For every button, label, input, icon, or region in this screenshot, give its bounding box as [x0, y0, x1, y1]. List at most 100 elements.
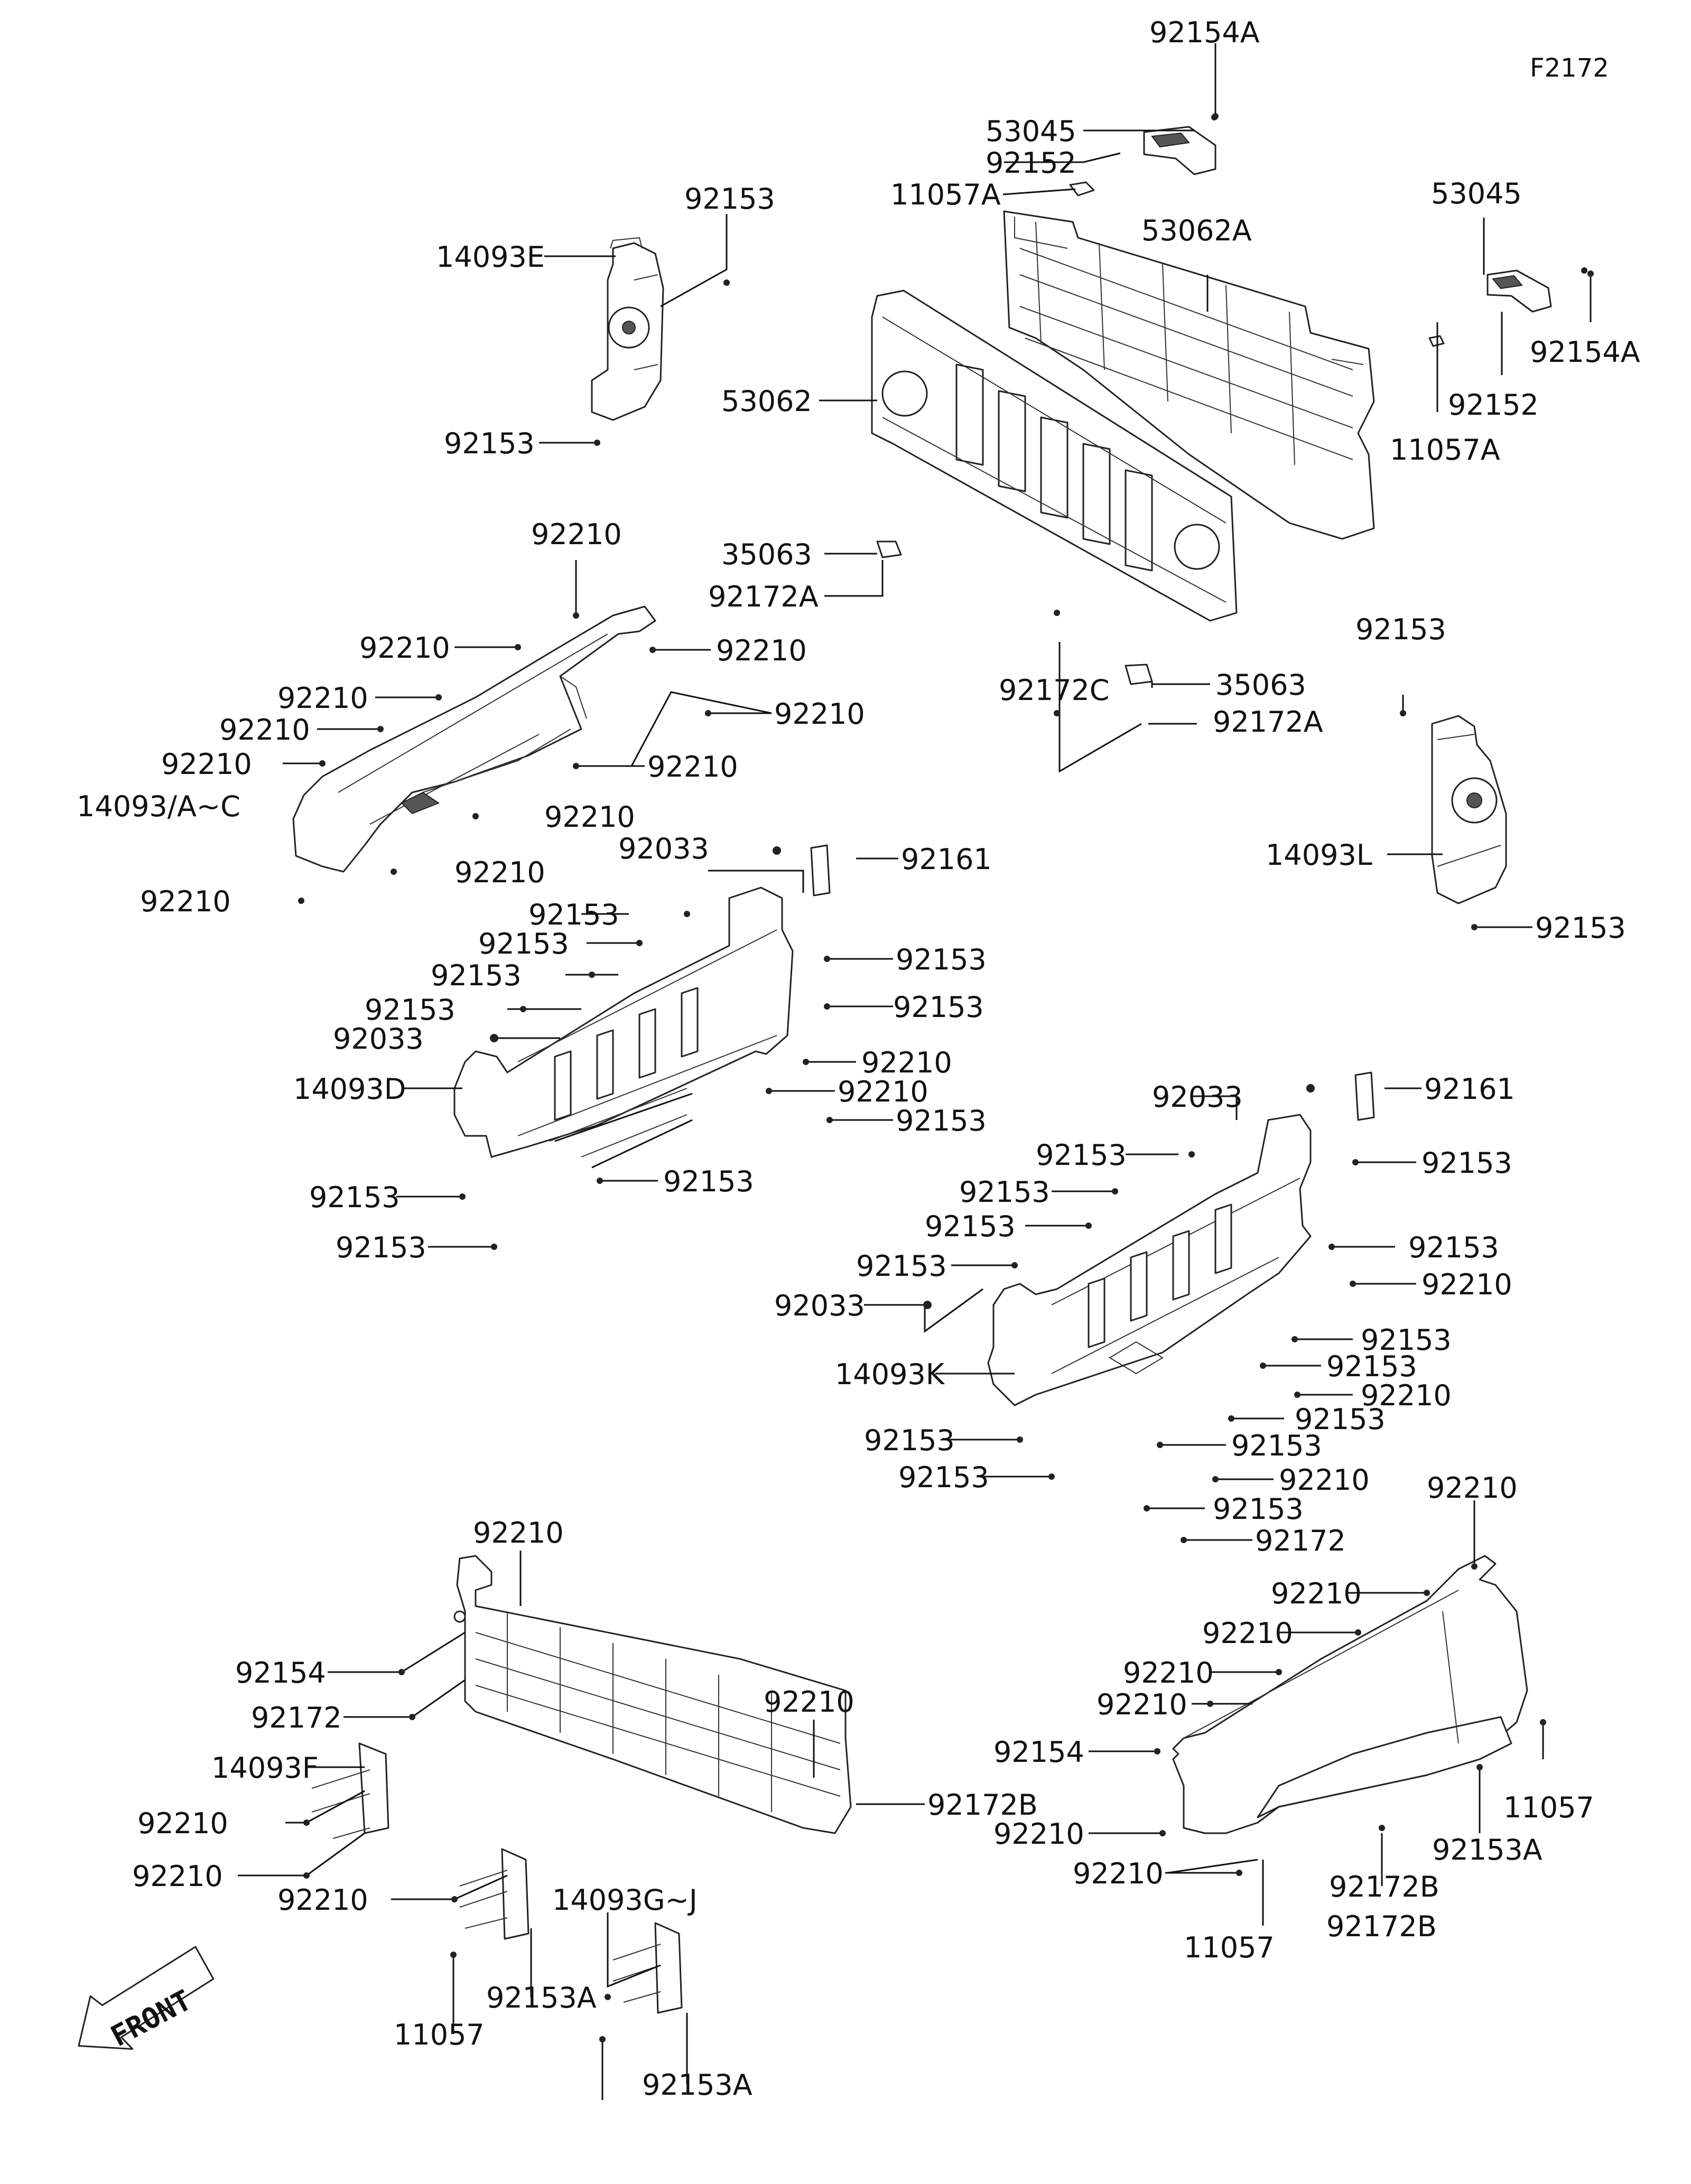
part-label: 92153: [431, 959, 522, 992]
part-label: 53045: [1431, 177, 1522, 210]
part-label: 92153: [898, 1461, 989, 1494]
block-92161-b: [1354, 1071, 1375, 1121]
part-label: 92033: [618, 832, 709, 865]
part-label: 92172: [1255, 1524, 1346, 1557]
part-label: 92172B: [1329, 1870, 1439, 1903]
part-label: 92033: [1152, 1080, 1243, 1114]
trim-35063-a: [876, 540, 902, 558]
tailgate-14093K: [987, 1114, 1312, 1406]
part-label: 92153: [478, 927, 569, 960]
part-label: 92172C: [999, 674, 1110, 707]
part-label: 92154: [993, 1735, 1084, 1769]
part-label: 92210: [132, 1860, 223, 1893]
part-label: 92033: [774, 1289, 865, 1322]
front-panel-53062: [871, 290, 1238, 622]
pillar-14093L: [1431, 715, 1507, 904]
part-label: 92210: [1279, 1463, 1370, 1497]
part-label: 92153: [336, 1231, 426, 1264]
part-label: 11057A: [1390, 433, 1500, 466]
washer-top: [1069, 181, 1095, 197]
part-label: 92172A: [1213, 705, 1323, 739]
part-label: 92210: [1123, 1656, 1214, 1690]
part-label: 92210: [1271, 1577, 1362, 1610]
part-label: 92161: [901, 843, 992, 876]
part-label: 92153: [684, 182, 775, 216]
part-label: 92210: [647, 750, 738, 783]
part-labels: 92154A 53045 92152 11057A 92153 14093E 5…: [77, 16, 1640, 2102]
rear-panel-53062A: [1003, 210, 1375, 540]
part-label: 92172B: [927, 1788, 1038, 1822]
part-label: 92153: [1535, 911, 1626, 945]
part-label: 92154A: [1149, 16, 1260, 49]
part-label: 92153: [925, 1210, 1016, 1243]
part-label: 92153: [896, 943, 987, 976]
part-label: 14093K: [835, 1358, 945, 1391]
trim-35063-b: [1125, 664, 1153, 685]
part-label: 92153A: [1432, 1833, 1543, 1866]
part-label: 92154: [235, 1656, 326, 1690]
part-label: 92153: [856, 1249, 947, 1283]
part-label: 92153: [1421, 1146, 1512, 1180]
part-label: 92033: [333, 1022, 424, 1056]
flap-11057-c: [612, 1922, 683, 2014]
part-label: 92153: [959, 1175, 1050, 1209]
tailgate-14093D: [453, 886, 794, 1158]
part-label: 92210: [277, 682, 368, 715]
part-label: 92210: [140, 885, 231, 918]
part-label: 92210: [544, 800, 635, 834]
flap-11057-b: [459, 1848, 529, 1940]
part-label: 92210: [1097, 1688, 1187, 1721]
part-label: 92172: [251, 1701, 342, 1734]
block-92161-a: [810, 844, 831, 897]
part-label: 35063: [1215, 668, 1306, 702]
part-label: 53062: [721, 385, 812, 418]
part-label: 92161: [1424, 1072, 1515, 1106]
part-label: 92153: [365, 993, 456, 1026]
part-label: 92210: [473, 1516, 564, 1550]
part-label: 92153A: [642, 2068, 752, 2102]
part-label: 92153A: [486, 1981, 597, 2014]
part-label: 92153: [1355, 613, 1446, 646]
part-label: 92210: [454, 856, 545, 889]
part-label: 92153: [1295, 1403, 1386, 1436]
hinge-bracket-top: [1143, 114, 1218, 175]
part-label: 11057: [1184, 1931, 1275, 1964]
part-label: 92210: [359, 631, 450, 665]
part-label: 92152: [1448, 388, 1539, 422]
part-label: 92210: [219, 713, 310, 746]
part-label: 92153: [1231, 1429, 1322, 1462]
part-label: 92153: [864, 1424, 955, 1457]
part-label: 92210: [1073, 1857, 1164, 1890]
part-label: 92210: [1427, 1471, 1518, 1505]
leader-lines: [238, 43, 1592, 2100]
part-label: 92210: [277, 1883, 368, 1917]
part-label: 92210: [774, 697, 865, 731]
part-label: 92210: [1421, 1268, 1512, 1301]
part-label: 92210: [531, 518, 622, 551]
part-label: 92153: [528, 898, 619, 931]
part-label: 92153: [1408, 1231, 1499, 1264]
grid-panel-14093F: [453, 1555, 852, 1834]
part-label: 92210: [764, 1685, 854, 1719]
part-label: 53062A: [1141, 214, 1252, 247]
part-label: 92210: [1361, 1379, 1452, 1412]
hinge-bracket-right: [1486, 267, 1587, 313]
part-label: 92172B: [1326, 1910, 1437, 1943]
part-label: 92210: [1202, 1617, 1293, 1650]
part-label: 92153: [896, 1104, 987, 1137]
part-label: 14093L: [1266, 838, 1372, 872]
part-label: 92153: [444, 427, 535, 460]
part-label: 92210: [137, 1807, 228, 1840]
part-label: 92172A: [708, 580, 819, 613]
part-label: 92154A: [1530, 335, 1640, 369]
flap-11057-a: [311, 1742, 389, 1839]
front-arrow: FRONT: [78, 1946, 215, 2053]
part-label: 35063: [721, 538, 812, 571]
part-label: 11057: [394, 2018, 485, 2051]
side-panel-14093G-J: [1172, 1555, 1528, 1834]
part-label: 92210: [861, 1046, 952, 1079]
part-label: 92153: [1036, 1138, 1127, 1172]
part-label: 92152: [986, 146, 1076, 180]
part-label: 92153: [1326, 1350, 1417, 1383]
part-label: 53045: [986, 115, 1076, 148]
